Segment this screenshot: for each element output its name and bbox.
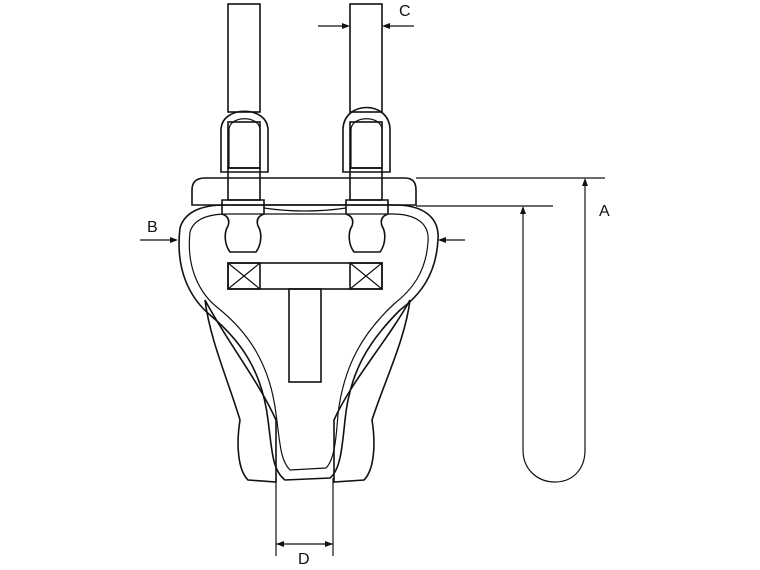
left-leg-cup <box>204 299 277 483</box>
dimension-c: C <box>318 3 414 29</box>
left-x-box <box>227 262 261 290</box>
back-plate <box>191 177 417 206</box>
right-leg-cup <box>333 299 411 483</box>
dimension-d: D <box>275 478 334 568</box>
crossbar <box>227 262 383 290</box>
label-d: D <box>298 551 310 568</box>
right-x-box <box>349 262 383 290</box>
seat-mesh <box>188 213 429 471</box>
center-strap <box>288 288 322 383</box>
dimension-a: A <box>416 177 610 483</box>
label-b: B <box>147 219 158 236</box>
right-shoulder-strap <box>342 3 391 253</box>
label-a: A <box>599 203 610 220</box>
dimension-b: B <box>140 219 465 243</box>
left-shoulder-strap <box>220 3 269 253</box>
label-c: C <box>399 3 411 20</box>
left-buckle <box>221 199 265 253</box>
right-buckle <box>345 199 389 253</box>
seat-outer <box>178 204 439 481</box>
